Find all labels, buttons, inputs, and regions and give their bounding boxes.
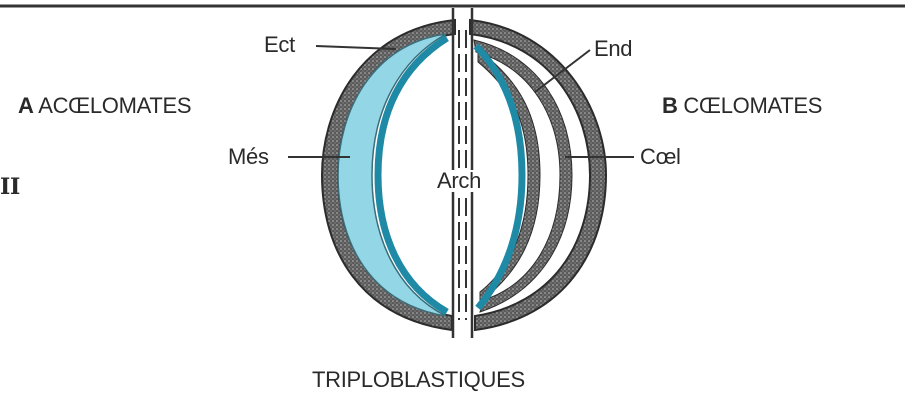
- left-panel-title: A ACŒLOMATES: [18, 95, 191, 117]
- mesoderm-label: Més: [228, 146, 269, 168]
- right-panel-label: CŒLOMATES: [683, 93, 822, 118]
- caption: TRIPLOBLASTIQUES: [312, 369, 525, 391]
- left-panel-letter: A: [18, 93, 34, 118]
- ectoderm-label: Ect: [264, 34, 295, 56]
- coelom-label: Cœl: [640, 146, 681, 168]
- left-panel-label: ACŒLOMATES: [38, 93, 191, 118]
- margin-mark: II: [0, 176, 20, 198]
- right-splanchnic-mesoderm-layer: [478, 50, 540, 302]
- endoderm-label: End: [594, 38, 632, 60]
- right-panel-title: B CŒLOMATES: [662, 95, 822, 117]
- right-panel-letter: B: [662, 93, 678, 118]
- archenteron-label: Arch: [435, 170, 483, 192]
